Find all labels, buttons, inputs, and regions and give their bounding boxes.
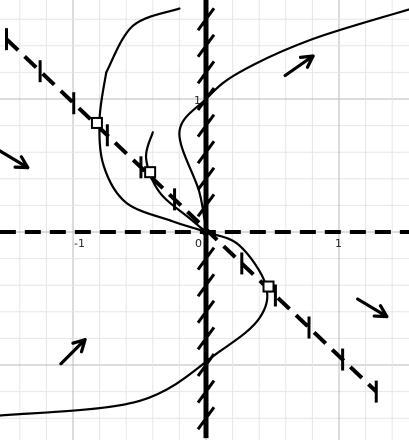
slope-mark-diagonal — [196, 246, 216, 271]
slope-mark-diagonal — [196, 273, 216, 298]
equilibrium-point-1 — [90, 116, 103, 129]
slope-mark-diagonal — [196, 140, 216, 165]
direction-arrow-3 — [59, 338, 87, 366]
direction-arrow-1 — [0, 149, 30, 170]
arrow-shaft — [59, 338, 87, 366]
direction-arrows — [0, 54, 389, 366]
slope-mark-diagonal — [196, 326, 216, 351]
slope-mark-diagonal — [196, 33, 216, 58]
slope-mark-diagonal — [196, 299, 216, 324]
tick-labels: -1 0 1 1 — [74, 94, 342, 250]
arrow-head — [13, 155, 30, 170]
trajectories — [0, 7, 409, 417]
arrow-head — [298, 54, 315, 69]
slope-mark-diagonal — [196, 166, 216, 191]
equilibrium-point-3 — [262, 280, 275, 293]
direction-arrow-2 — [283, 54, 315, 78]
arrow-head — [372, 304, 389, 319]
slope-mark-diagonal — [196, 60, 216, 85]
x-tick-label-1: 1 — [335, 237, 342, 250]
trajectory-1 — [0, 71, 269, 417]
slope-mark-diagonal — [196, 406, 216, 431]
trajectory-4 — [178, 8, 409, 234]
slope-mark-diagonal — [196, 193, 216, 218]
arrow-shaft — [0, 149, 30, 170]
arrow-head — [71, 338, 87, 354]
slope-mark-diagonal — [196, 379, 216, 404]
x-tick-label-neg1: -1 — [74, 237, 85, 250]
arrow-shaft — [356, 297, 389, 319]
x-tick-label-0: 0 — [195, 237, 202, 250]
slope-mark-diagonal — [196, 7, 216, 32]
slope-mark-diagonal — [196, 113, 216, 138]
arrow-shaft — [283, 54, 315, 78]
trajectory-2 — [144, 131, 208, 234]
equilibrium-points — [90, 116, 275, 293]
trajectory-3 — [105, 7, 181, 74]
nullcline-3 — [5, 37, 378, 394]
origin-point — [202, 228, 210, 236]
equilibrium-point-2 — [144, 166, 157, 179]
y-tick-label-1: 1 — [194, 94, 201, 107]
direction-arrow-4 — [356, 297, 389, 319]
